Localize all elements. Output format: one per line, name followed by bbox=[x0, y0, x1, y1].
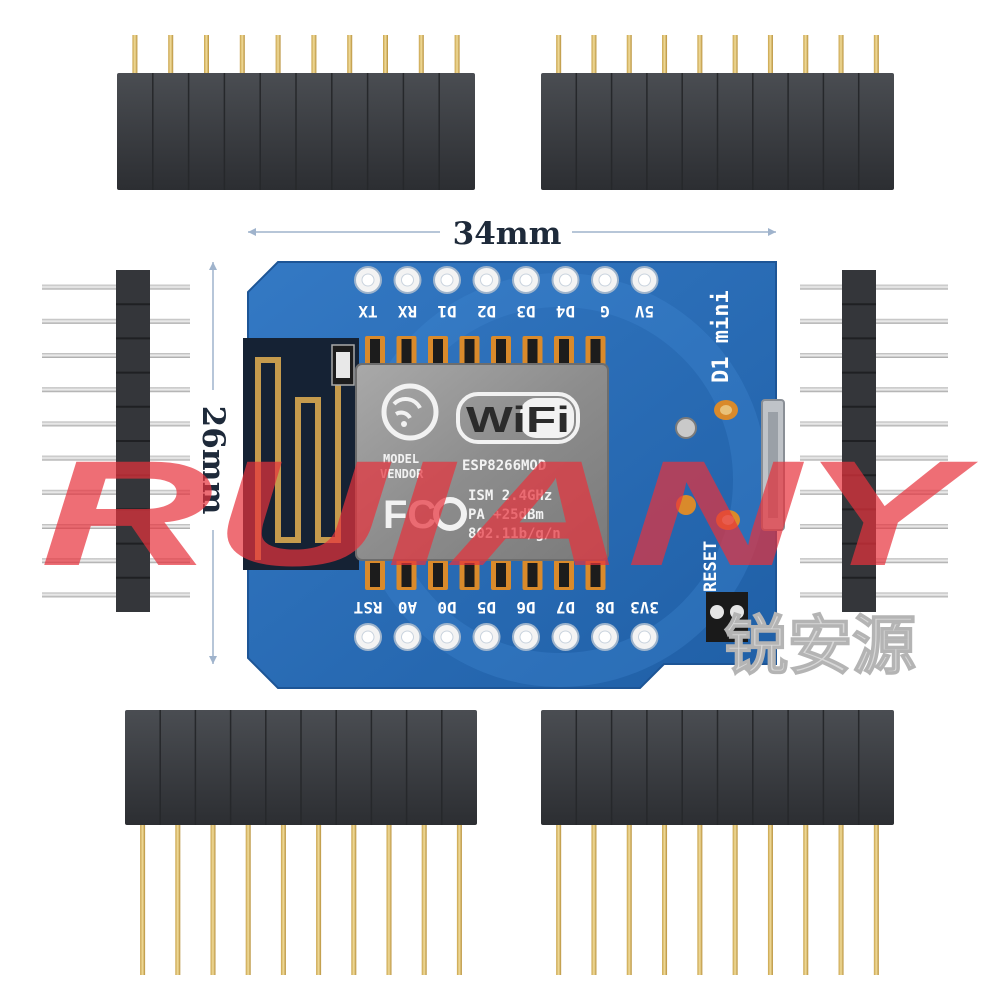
pin-label: 5V bbox=[635, 302, 655, 321]
wifi-logo-text: WiFi bbox=[466, 399, 570, 440]
female-header-bottom-left bbox=[125, 710, 477, 975]
header-pin bbox=[421, 820, 427, 975]
reset-label: RESET bbox=[701, 541, 721, 592]
header-pin bbox=[873, 35, 879, 80]
pin-label: RX bbox=[398, 302, 418, 321]
pin-label: D5 bbox=[477, 598, 496, 617]
height-dimension-label: 26mm bbox=[195, 406, 231, 515]
header-pin bbox=[662, 820, 668, 975]
header-pin bbox=[838, 35, 844, 80]
fcc-logo-icon: FC bbox=[383, 493, 467, 537]
header-pin bbox=[168, 35, 174, 80]
male-header-left bbox=[42, 270, 190, 612]
watermark: RUIANY bbox=[40, 429, 979, 597]
header-pin bbox=[175, 820, 181, 975]
pin-label: A0 bbox=[398, 598, 417, 617]
width-dimension-label: 34mm bbox=[453, 216, 562, 252]
header-pin bbox=[626, 35, 632, 80]
pin-label: D0 bbox=[437, 598, 456, 617]
header-pin bbox=[132, 35, 138, 80]
header-pin bbox=[456, 820, 462, 975]
header-pin bbox=[275, 35, 281, 80]
header-pin bbox=[351, 820, 357, 975]
header-pin bbox=[767, 820, 773, 975]
header-pin bbox=[732, 35, 738, 80]
male-header-right bbox=[800, 270, 948, 612]
header-pin bbox=[767, 35, 773, 80]
header-pin bbox=[556, 35, 562, 80]
fcc-logo-text: FC bbox=[383, 493, 436, 537]
header-pin bbox=[347, 35, 353, 80]
pin-label: G bbox=[600, 302, 610, 321]
dimension-width: 34mm bbox=[248, 216, 776, 252]
header-pin bbox=[732, 820, 738, 975]
spec-line-1: ISM 2.4GHz bbox=[468, 488, 552, 504]
header-pin bbox=[626, 820, 632, 975]
pin-label: TX bbox=[358, 302, 378, 321]
vendor-label: VENDOR bbox=[380, 467, 424, 481]
header-pin bbox=[239, 35, 245, 80]
top-pin-holes bbox=[354, 266, 659, 294]
pin-label: D2 bbox=[477, 302, 496, 321]
header-pin bbox=[280, 820, 286, 975]
chinese-watermark: 锐安源 bbox=[723, 609, 917, 685]
solder-pad bbox=[676, 495, 696, 515]
female-header-top-left bbox=[117, 35, 475, 190]
board-model-label: D1 mini bbox=[709, 290, 734, 383]
spec-line-3: 802.11b/g/n bbox=[468, 526, 561, 542]
d1-mini-board: TX RX D1 D2 D3 D4 G 5V RST A0 D0 D5 D6 D7 D8 3V3 D1 mi… bbox=[243, 261, 785, 689]
header-pin bbox=[838, 820, 844, 975]
female-header-top-right bbox=[541, 35, 894, 190]
header-pin bbox=[873, 820, 879, 975]
header-pin bbox=[803, 35, 809, 80]
header-pin bbox=[803, 820, 809, 975]
pin-label: D4 bbox=[556, 302, 575, 321]
test-pad bbox=[675, 417, 697, 439]
pin-label: D8 bbox=[595, 598, 614, 617]
spec-line-2: PA +25dBm bbox=[468, 507, 544, 523]
wifi-logo-icon: WiFi bbox=[456, 392, 580, 444]
pin-label: D7 bbox=[556, 598, 575, 617]
header-pin bbox=[210, 820, 216, 975]
pin-label: 3V3 bbox=[630, 598, 659, 617]
bottom-pin-holes bbox=[354, 623, 659, 651]
header-pin bbox=[418, 35, 424, 80]
header-pin bbox=[311, 35, 317, 80]
part-number: ESP8266MOD bbox=[462, 458, 546, 474]
header-pin bbox=[245, 820, 251, 975]
espressif-logo-icon bbox=[381, 383, 439, 441]
header-pin bbox=[591, 35, 597, 80]
header-pin bbox=[697, 35, 703, 80]
pin-label: D1 bbox=[437, 302, 456, 321]
dimension-height: 26mm bbox=[195, 262, 231, 664]
watermark-brand: RUIANY bbox=[40, 429, 979, 597]
header-pin bbox=[697, 820, 703, 975]
pin-label: D3 bbox=[516, 302, 535, 321]
female-header-bottom-right bbox=[541, 710, 894, 975]
header-pin bbox=[386, 820, 392, 975]
header-pin bbox=[556, 820, 562, 975]
header-pin bbox=[383, 35, 388, 80]
header-pin bbox=[204, 35, 209, 80]
header-pin bbox=[316, 820, 322, 975]
pin-label: RST bbox=[354, 598, 383, 617]
header-pin bbox=[591, 820, 597, 975]
pin-label: D6 bbox=[516, 598, 535, 617]
watermark-chinese-brand: 锐安源 bbox=[724, 610, 916, 684]
header-pin bbox=[662, 35, 668, 80]
header-pin bbox=[140, 820, 146, 975]
header-pin bbox=[454, 35, 460, 80]
model-label: MODEL bbox=[383, 452, 419, 466]
